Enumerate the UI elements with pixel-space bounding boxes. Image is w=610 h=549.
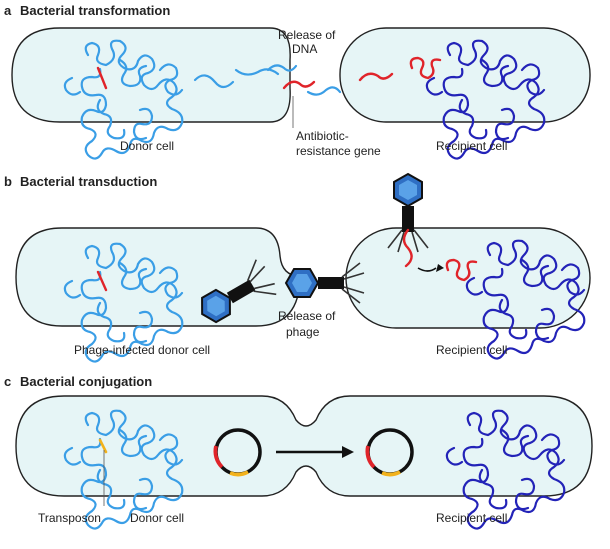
- donor-label-c: Donor cell: [130, 511, 184, 525]
- dna-fragments-a: [193, 64, 342, 96]
- panel-c: c Bacterial conjugation Transposon Donor…: [4, 374, 593, 530]
- gene-label-line2: resistance gene: [296, 144, 381, 158]
- panel-a-title: Bacterial transformation: [20, 3, 170, 18]
- transposon-label: Transposon: [38, 511, 101, 525]
- resistance-gene-b: [96, 270, 108, 292]
- panel-b-title: Bacterial transduction: [20, 174, 157, 189]
- donor-cell-a: [11, 27, 291, 123]
- release-phage-line2: phage: [286, 325, 320, 339]
- injected-dna: [402, 228, 413, 268]
- panel-c-letter: c: [4, 374, 11, 389]
- recipient-label-a: Recipient cell: [436, 139, 507, 153]
- integrated-gene-a: [409, 56, 442, 80]
- recipient-label-b: Recipient cell: [436, 343, 507, 357]
- panel-a-letter: a: [4, 3, 12, 18]
- arrow-head-b: [436, 264, 444, 272]
- resistance-gene-a: [96, 66, 108, 90]
- panel-b: b Bacterial transduction Release of phag…: [4, 173, 591, 363]
- arrow-head-c: [342, 446, 354, 458]
- donor-label-b: Phage-infected donor cell: [74, 343, 210, 357]
- taken-up-gene-a: [358, 72, 394, 82]
- release-dna-line2: DNA: [292, 42, 317, 56]
- plasmid-icon-donor: [213, 428, 262, 477]
- panel-c-title: Bacterial conjugation: [20, 374, 152, 389]
- release-dna-line1: Release of: [278, 28, 336, 42]
- release-phage-line1: Release of: [278, 309, 336, 323]
- arrow-icon-b: [417, 267, 437, 272]
- recipient-cell-a: [339, 27, 591, 123]
- panel-a: a Bacterial transformation Release of DN…: [4, 3, 591, 160]
- recipient-label-c: Recipient cell: [436, 511, 507, 525]
- plasmid-icon-recipient: [365, 428, 414, 477]
- donor-cell-b: [15, 227, 301, 327]
- donor-label-a: Donor cell: [120, 139, 174, 153]
- released-resistance-gene: [282, 80, 316, 90]
- integrated-gene-b: [445, 258, 478, 282]
- panel-b-letter: b: [4, 174, 12, 189]
- gene-label-line1: Antibiotic-: [296, 129, 349, 143]
- transposon-c: [98, 438, 108, 454]
